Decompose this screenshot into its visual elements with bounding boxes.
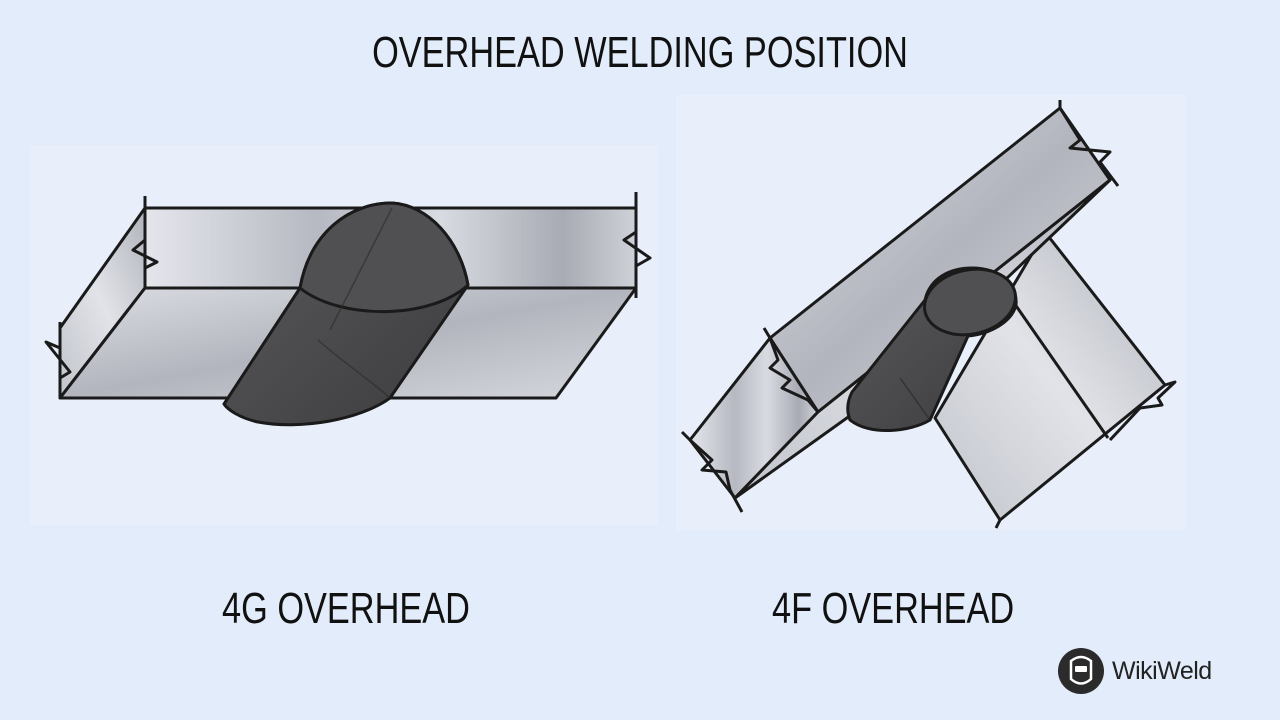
caption-4g: 4G OVERHEAD <box>222 584 470 633</box>
brand-name: WikiWeld <box>1112 656 1212 685</box>
page-title: OVERHEAD WELDING POSITION <box>372 28 908 77</box>
caption-4f: 4F OVERHEAD <box>772 584 1015 633</box>
weld-bead-4f <box>846 266 1018 432</box>
brand-logo: WikiWeld <box>1058 648 1212 694</box>
welding-helmet-icon <box>1058 648 1104 694</box>
weld-bead-4g <box>222 201 470 427</box>
